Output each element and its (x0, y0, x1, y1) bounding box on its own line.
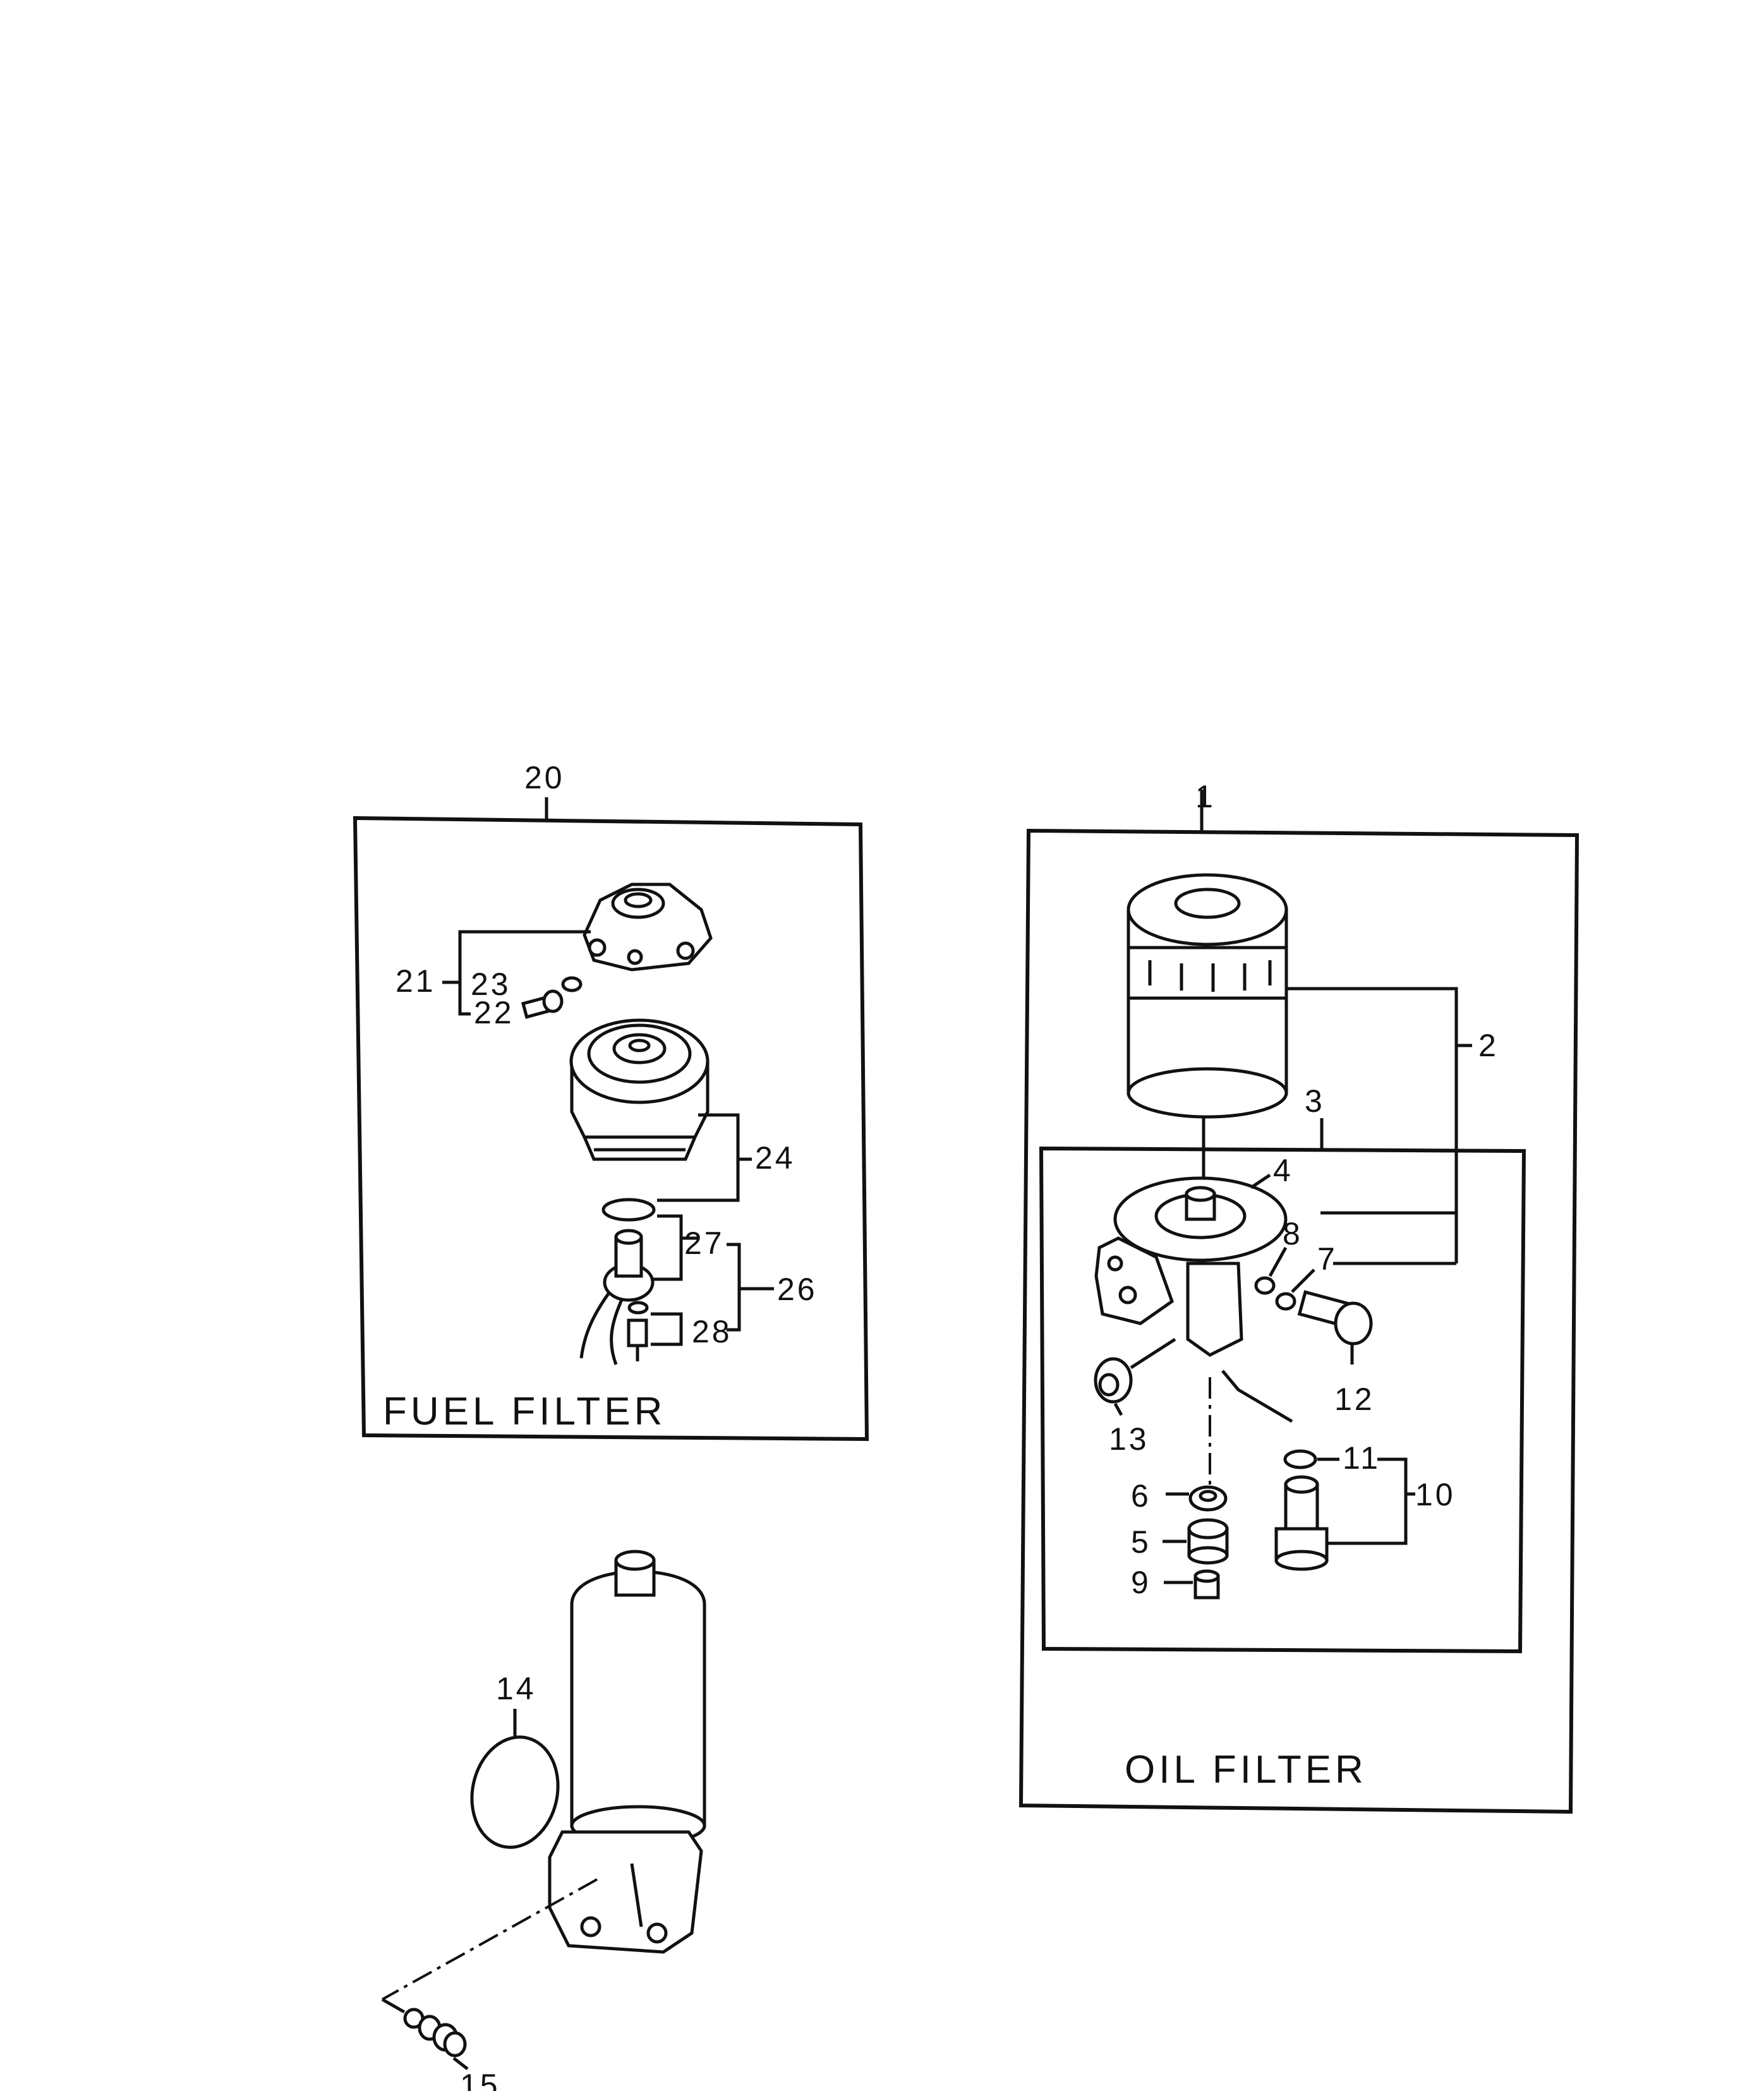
oil-filter-inner-frame (1039, 1146, 1526, 1654)
callout-1[interactable]: 1 (1195, 779, 1216, 814)
oil-filter-head[interactable] (1094, 1176, 1288, 1357)
relief-plug-12[interactable] (1297, 1290, 1373, 1346)
fuel-sensor-27[interactable] (579, 1229, 655, 1365)
plug-5[interactable] (1187, 1518, 1229, 1565)
fuel-filter-frame (353, 816, 869, 1442)
canister[interactable] (570, 1550, 706, 1847)
oil-o-ring-11[interactable] (1283, 1449, 1317, 1469)
callout-4[interactable]: 4 (1273, 1153, 1293, 1188)
bypass-valve-10[interactable] (1274, 1475, 1329, 1571)
callout-23[interactable]: 23 (471, 967, 511, 1002)
callout-12[interactable]: 12 (1334, 1382, 1375, 1417)
canister-base[interactable] (548, 1830, 703, 1954)
fuel-filter-group: FUEL FILTER 20 21 23 22 (353, 760, 869, 1442)
cartridge-assembly-group: 14 15 (381, 1550, 706, 2091)
oil-filter-group: OIL FILTER 1 2 3 (1018, 779, 1580, 1814)
oil-o-ring-7[interactable] (1275, 1292, 1296, 1311)
callout-24[interactable]: 24 (755, 1140, 795, 1176)
fuel-filter-cartridge[interactable] (569, 1018, 710, 1161)
fitting-15[interactable] (403, 2008, 467, 2058)
callout-10[interactable]: 10 (1415, 1477, 1456, 1512)
fuel-filter-label: FUEL FILTER (383, 1390, 666, 1433)
callout-28[interactable]: 28 (692, 1314, 732, 1349)
callout-14[interactable]: 14 (496, 1671, 536, 1706)
oil-filter-frame (1018, 828, 1580, 1814)
oil-filter-cartridge[interactable] (1127, 873, 1288, 1119)
callout-13[interactable]: 13 (1109, 1421, 1149, 1457)
plug-9[interactable] (1193, 1569, 1220, 1600)
callout-9[interactable]: 9 (1131, 1565, 1151, 1600)
bolt-22[interactable] (521, 989, 564, 1019)
callout-15[interactable]: 15 (460, 2068, 500, 2091)
oil-o-ring-8[interactable] (1254, 1276, 1276, 1295)
callout-2[interactable]: 2 (1478, 1028, 1499, 1063)
fuel-filter-head[interactable] (583, 883, 713, 972)
fuel-o-ring[interactable] (601, 1198, 656, 1222)
callout-11[interactable]: 11 (1343, 1440, 1380, 1476)
callout-5[interactable]: 5 (1131, 1524, 1151, 1560)
callout-26[interactable]: 26 (777, 1272, 818, 1307)
o-ring-14[interactable] (462, 1729, 568, 1855)
callout-21[interactable]: 21 (396, 963, 436, 999)
callout-7[interactable]: 7 (1317, 1241, 1338, 1277)
oil-filter-label: OIL FILTER (1125, 1748, 1367, 1792)
plug-13[interactable] (1094, 1357, 1133, 1404)
fuel-plug-28[interactable] (627, 1301, 649, 1361)
callout-8[interactable]: 8 (1283, 1216, 1303, 1251)
callout-20[interactable]: 20 (524, 760, 565, 795)
callout-22[interactable]: 22 (474, 995, 514, 1030)
washer-6[interactable] (1188, 1485, 1228, 1512)
callout-6[interactable]: 6 (1131, 1478, 1151, 1514)
callout-27[interactable]: 27 (684, 1226, 725, 1261)
callout-3[interactable]: 3 (1305, 1083, 1325, 1119)
washer-23[interactable] (561, 976, 583, 992)
